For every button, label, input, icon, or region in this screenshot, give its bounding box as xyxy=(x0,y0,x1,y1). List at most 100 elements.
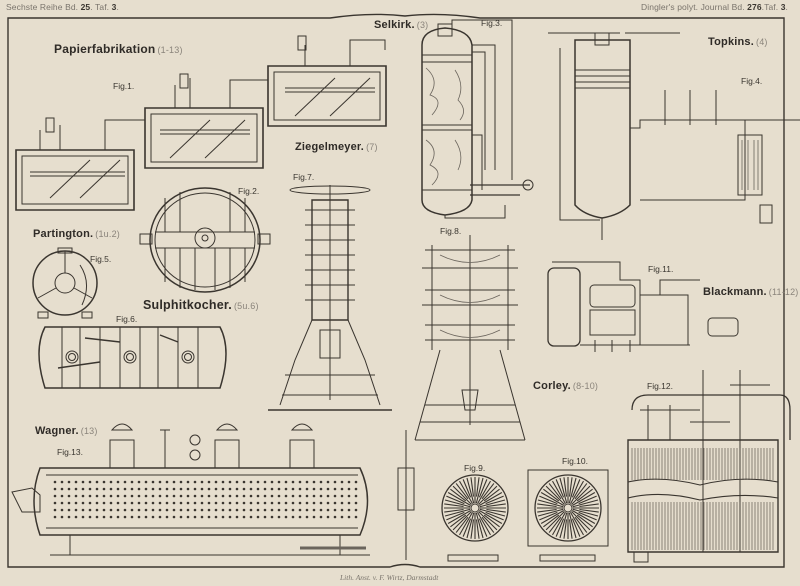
tube-dot xyxy=(200,494,204,498)
tube-dot xyxy=(256,508,260,512)
tube-dot xyxy=(53,480,57,484)
fig6-horizontal-boiler xyxy=(39,327,226,388)
tube-dot xyxy=(144,494,148,498)
tube-dot xyxy=(347,494,351,498)
tube-dot xyxy=(67,480,71,484)
tube-dot xyxy=(137,508,141,512)
tube-dot xyxy=(123,508,127,512)
tube-dot xyxy=(165,487,169,491)
tube-dot xyxy=(354,480,358,484)
tube-dot xyxy=(298,508,302,512)
tube-dot xyxy=(221,501,225,505)
figure-label-1: Fig.1. xyxy=(113,81,135,91)
tube-dot xyxy=(88,480,92,484)
tube-dot xyxy=(312,480,316,484)
tube-dot xyxy=(284,480,288,484)
fig13-cylinder xyxy=(12,424,414,560)
tube-dot xyxy=(130,501,134,505)
disc-spoke xyxy=(575,517,587,532)
figure-label-12: Fig.12. xyxy=(647,381,673,391)
disc-spoke xyxy=(446,496,464,503)
fig10-disc xyxy=(535,475,601,541)
tube-dot xyxy=(228,480,232,484)
tube-dot xyxy=(256,515,260,519)
section-title-wagner: Wagner.(13) xyxy=(35,425,98,437)
tube-dot xyxy=(88,501,92,505)
tube-dot xyxy=(263,487,267,491)
tube-dot xyxy=(284,487,288,491)
tube-dot xyxy=(53,501,57,505)
disc-spoke xyxy=(570,519,573,538)
tube-dot xyxy=(165,480,169,484)
tube-dot xyxy=(74,494,78,498)
tube-dot xyxy=(277,501,281,505)
tube-dot xyxy=(326,494,330,498)
tube-dot xyxy=(60,501,64,505)
tube-dot xyxy=(228,515,232,519)
tube-dot xyxy=(137,515,141,519)
disc-spoke xyxy=(537,504,556,507)
tube-dot xyxy=(305,501,309,505)
tube-dot xyxy=(256,501,260,505)
tube-dot xyxy=(270,508,274,512)
tube-dot xyxy=(151,494,155,498)
tube-dot xyxy=(67,501,71,505)
tube-dot xyxy=(172,501,176,505)
disc-spoke xyxy=(572,493,595,506)
tube-dot xyxy=(193,494,197,498)
tube-dot xyxy=(242,515,246,519)
tube-dot xyxy=(277,480,281,484)
tube-dot xyxy=(95,501,99,505)
tube-dot xyxy=(53,494,57,498)
tube-dot xyxy=(109,508,113,512)
tube-dot xyxy=(102,480,106,484)
tube-dot xyxy=(207,480,211,484)
tube-dot xyxy=(179,501,183,505)
fig5-cylinder-end xyxy=(33,248,97,318)
disc-spoke xyxy=(479,479,486,497)
tube-dot xyxy=(221,487,225,491)
tube-dot xyxy=(291,480,295,484)
disc-spoke xyxy=(572,512,590,530)
tube-dot xyxy=(67,515,71,519)
tube-dot xyxy=(284,494,288,498)
disc-spoke xyxy=(570,481,583,504)
figure-label-10: Fig.10. xyxy=(562,456,588,466)
disc-spoke xyxy=(467,513,474,538)
tube-dot xyxy=(242,508,246,512)
tube-dot xyxy=(144,480,148,484)
disc-spoke xyxy=(486,504,505,507)
disc-spoke xyxy=(476,513,483,538)
tube-dot xyxy=(319,487,323,491)
tube-dot xyxy=(291,494,295,498)
tube-dot xyxy=(53,487,57,491)
tube-dot xyxy=(326,508,330,512)
tube-dot xyxy=(123,501,127,505)
tube-dot xyxy=(130,515,134,519)
tube-dot xyxy=(130,480,134,484)
tube-dot xyxy=(158,487,162,491)
fig11-apparatus xyxy=(548,262,738,352)
tube-dot xyxy=(333,494,337,498)
tube-dot xyxy=(172,487,176,491)
tube-dot xyxy=(116,515,120,519)
tube-dot xyxy=(256,487,260,491)
disc-rim xyxy=(442,475,508,541)
tube-dot xyxy=(74,480,78,484)
tube-dot xyxy=(102,501,106,505)
tube-dot xyxy=(193,480,197,484)
disc-spoke xyxy=(453,512,471,530)
tube-dot xyxy=(347,508,351,512)
tube-dot xyxy=(340,508,344,512)
tube-dot xyxy=(151,501,155,505)
fig7-tower xyxy=(268,185,392,410)
tube-dot xyxy=(291,501,295,505)
fig1-boilers xyxy=(16,36,386,210)
figure-label-3: Fig.3. xyxy=(481,18,503,28)
tube-dot xyxy=(193,501,197,505)
tube-dot xyxy=(305,480,309,484)
tube-dot xyxy=(305,487,309,491)
tube-dot xyxy=(60,515,64,519)
disc-spoke xyxy=(471,519,474,538)
tube-dot xyxy=(165,494,169,498)
